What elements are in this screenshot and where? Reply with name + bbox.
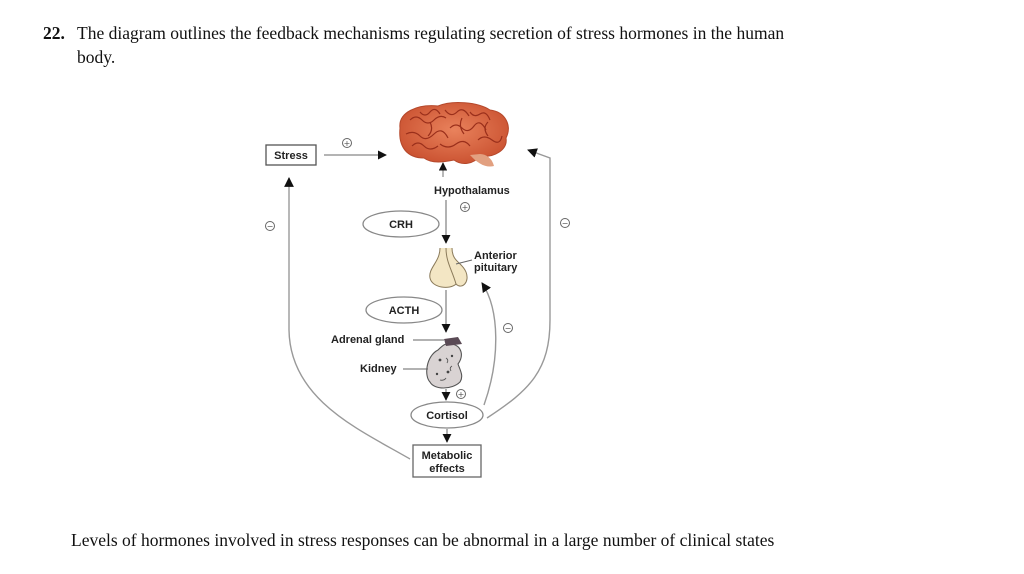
brain-icon xyxy=(399,102,509,167)
crh-ellipse xyxy=(362,210,440,238)
svg-text:+: + xyxy=(458,390,465,399)
svg-text:−: − xyxy=(505,324,512,333)
kidney-label: Kidney xyxy=(360,363,398,375)
adrenal-gland-icon xyxy=(444,337,462,346)
crh-label: CRH xyxy=(389,219,413,231)
footer-text: Levels of hormones involved in stress re… xyxy=(71,530,775,550)
question-number: 22. xyxy=(43,23,65,43)
stress-label: Stress xyxy=(274,150,308,162)
question: 22. The diagram outlines the feedback me… xyxy=(43,21,803,69)
metabolic-label-2: effects xyxy=(429,463,464,475)
adrenal-gland-label: Adrenal gland xyxy=(331,334,404,346)
cortisol-to-pituitary-feedback-arrow xyxy=(481,282,497,406)
cortisol-to-brain-feedback-arrow xyxy=(486,148,551,419)
negative-sign-icon: − xyxy=(560,218,570,228)
svg-text:+: + xyxy=(462,203,469,212)
pituitary-icon xyxy=(429,247,473,288)
metabolic-label-1: Metabolic xyxy=(422,450,473,462)
svg-text:−: − xyxy=(562,219,569,228)
svg-text:+: + xyxy=(344,139,351,148)
acth-ellipse xyxy=(365,296,443,324)
metabolic-to-stress-feedback-arrow xyxy=(284,177,411,460)
anterior-pituitary-label-1: Anterior xyxy=(474,250,518,262)
acth-label: ACTH xyxy=(389,305,420,317)
svg-text:−: − xyxy=(267,222,274,231)
kidney-icon xyxy=(426,337,463,389)
hypothalamus-label: Hypothalamus xyxy=(434,185,510,197)
metabolic-effects-box xyxy=(412,444,482,478)
positive-sign-icon: + xyxy=(460,202,470,212)
stress-box xyxy=(265,144,317,166)
cortisol-label: Cortisol xyxy=(426,410,468,422)
positive-sign-icon: + xyxy=(456,389,466,399)
positive-sign-icon: + xyxy=(342,138,352,148)
cortisol-ellipse xyxy=(410,401,484,429)
question-text: The diagram outlines the feedback mechan… xyxy=(77,23,785,67)
anterior-pituitary-label-2: pituitary xyxy=(474,262,518,274)
negative-sign-icon: − xyxy=(503,323,513,333)
negative-sign-icon: − xyxy=(265,221,275,231)
